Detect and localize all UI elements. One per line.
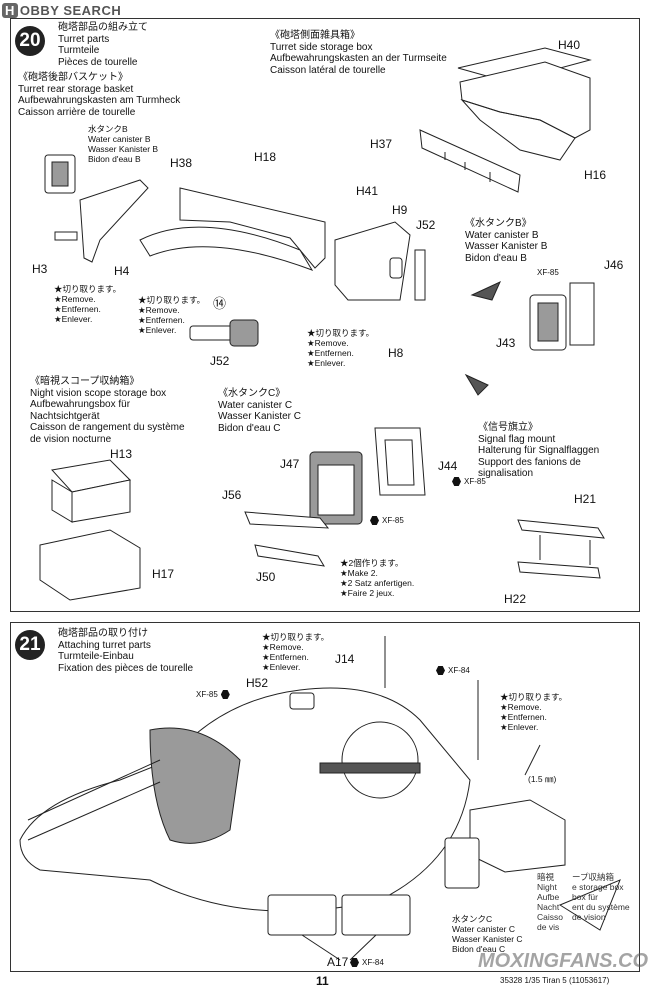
part-label: J46 (604, 258, 624, 272)
paint-hex-icon (370, 516, 379, 525)
remove-note-3: ★切り取ります。★Remove.★Entfernen.★Enlever. (307, 328, 375, 368)
part-label: J56 (222, 488, 242, 502)
part-label: H18 (254, 150, 277, 164)
part-label: J47 (280, 457, 300, 471)
part-label: H16 (584, 168, 607, 182)
paint-code: XF-84 (436, 666, 470, 675)
remove-note-b: ★切り取ります。★Remove.★Entfernen.★Enlever. (500, 692, 568, 732)
part-label: H21 (574, 492, 597, 506)
measure-note: (1.5 ㎜) (528, 774, 557, 784)
part-label: J52 (416, 218, 436, 232)
paint-code: XF-85 (452, 477, 486, 486)
remove-note-2: ★切り取ります。★Remove.★Entfernen.★Enlever. (138, 295, 206, 335)
paint-code: XF-85 (196, 690, 230, 699)
part-label: H9 (392, 203, 408, 217)
part-label: H52 (246, 676, 269, 690)
make-two-note: ★2個作ります。★Make 2.★2 Satz anfertigen.★Fair… (340, 558, 415, 598)
remove-note-a: ★切り取ります。★Remove.★Entfernen.★Enlever. (262, 632, 330, 672)
part-label: H38 (170, 156, 193, 170)
paint-code: XF-85 (537, 268, 559, 277)
paint-code: XF-84 (350, 958, 384, 967)
part-label: J50 (256, 570, 276, 584)
part-label: J14 (335, 652, 355, 666)
paint-hex-icon (350, 958, 359, 967)
step20-number: 20 (15, 26, 45, 56)
part-label: H3 (32, 262, 48, 276)
part-label: H4 (114, 264, 130, 278)
part-label: H41 (356, 184, 379, 198)
part-label: A17 (327, 955, 349, 969)
part-label: H17 (152, 567, 175, 581)
paint-hex-icon (452, 477, 461, 486)
paint-hex-icon (436, 666, 445, 675)
circled-14: ⑭ (213, 296, 227, 311)
step20-frame (10, 18, 640, 612)
product-code: 35328 1/35 Tiran 5 (11053617) (500, 976, 610, 985)
remove-note-1: ★切り取ります。★Remove.★Entfernen.★Enlever. (54, 284, 122, 324)
part-label: J52 (210, 354, 230, 368)
night-box-label: 《暗視スコープ収納箱》Night vision scope storage bo… (30, 376, 185, 445)
part-label: J43 (496, 336, 516, 350)
part-label: H22 (504, 592, 527, 606)
step21-frame (10, 622, 640, 972)
step21-number: 21 (15, 630, 45, 660)
part-label: J44 (438, 459, 458, 473)
part-label: H37 (370, 137, 393, 151)
part-label: H8 (388, 346, 404, 360)
page-number: 11 (316, 974, 329, 988)
watermark: MOXINGFANS.COM (478, 950, 648, 972)
part-label: H40 (558, 38, 581, 52)
part-label: H13 (110, 447, 133, 461)
paint-code: XF-85 (370, 516, 404, 525)
paint-hex-icon (220, 690, 230, 699)
